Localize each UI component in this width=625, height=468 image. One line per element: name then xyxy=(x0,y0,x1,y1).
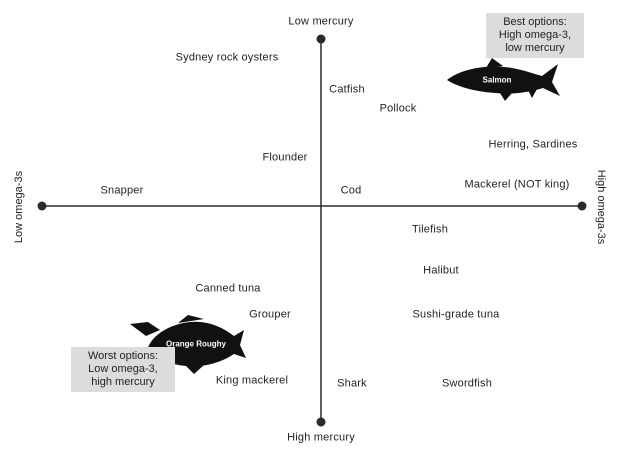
axis-label-right: High omega-3s xyxy=(595,169,607,245)
worst-options-callout: Worst options: Low omega-3, high mercury xyxy=(71,347,175,392)
fish-label-halibut: Halibut xyxy=(423,264,459,277)
fish-label-snapper: Snapper xyxy=(100,184,144,197)
salmon-label: Salmon xyxy=(482,75,512,85)
fish-label-herring-sardines: Herring, Sardines xyxy=(488,138,578,151)
fish-label-cod: Cod xyxy=(340,184,362,197)
fish-label-pollock: Pollock xyxy=(379,102,417,115)
fish-label-king-mackerel: King mackerel xyxy=(215,374,289,387)
axis-label-bottom: High mercury xyxy=(287,431,355,444)
best-options-callout: Best options: High omega-3, low mercury xyxy=(486,13,584,58)
fish-label-flounder: Flounder xyxy=(262,151,308,164)
fish-label-sydney-rock-oysters: Sydney rock oysters xyxy=(175,51,279,64)
axis-dot-bottom xyxy=(316,417,326,427)
axis-label-left: Low omega-3s xyxy=(13,170,25,244)
salmon-icon xyxy=(447,58,560,101)
fish-label-grouper: Grouper xyxy=(249,308,291,321)
fish-label-sushi-grade-tuna: Sushi-grade tuna xyxy=(412,308,500,321)
fish-label-tilefish: Tilefish xyxy=(411,223,449,236)
axis-dot-right xyxy=(577,201,587,211)
fish-label-swordfish: Swordfish xyxy=(441,377,493,390)
fish-label-shark: Shark xyxy=(337,377,367,390)
axis-dot-left xyxy=(37,201,47,211)
fish-label-catfish: Catfish xyxy=(329,83,365,96)
fish-label-mackerel: Mackerel (NOT king) xyxy=(464,178,570,191)
orange-roughy-label: Orange Roughy xyxy=(165,339,227,349)
axis-dot-top xyxy=(316,34,326,44)
fish-label-canned-tuna: Canned tuna xyxy=(195,282,261,295)
axis-label-top: Low mercury xyxy=(288,15,354,28)
